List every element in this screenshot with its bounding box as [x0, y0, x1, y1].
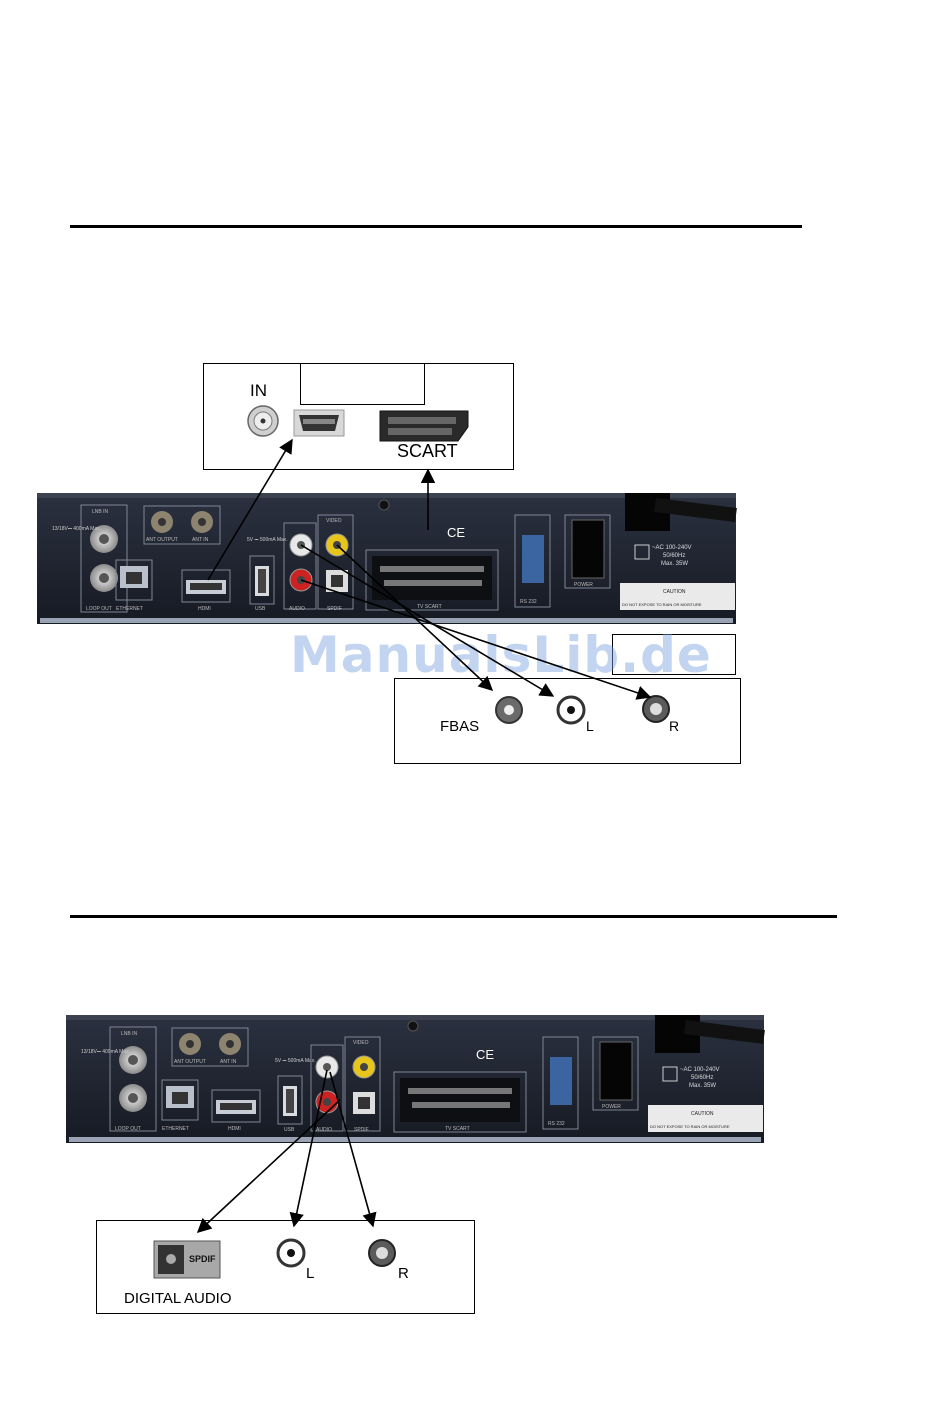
panel1-ant-in: ANT IN	[192, 537, 209, 543]
panel2-hdmi: HDMI	[228, 1126, 241, 1132]
antenna-in-connector	[247, 405, 279, 437]
panel2-usb: USB	[284, 1127, 295, 1133]
panel2-ant-output: ANT OUTPUT	[174, 1059, 206, 1065]
digital-audio-caption: DIGITAL AUDIO	[124, 1290, 232, 1307]
panel2-ethernet: ETHERNET	[162, 1126, 189, 1132]
arrow-av-l	[300, 544, 555, 697]
panel2-ac3: Max. 35W	[689, 1083, 716, 1089]
panel1-power: POWER	[574, 582, 593, 588]
panel2-power: POWER	[602, 1104, 621, 1110]
arrow-av-r	[300, 579, 652, 700]
fbas-connector	[495, 696, 523, 724]
da-r-label: R	[398, 1265, 409, 1282]
tv-connection-label-box	[300, 363, 425, 405]
panel2-tv-scart: TV SCART	[445, 1126, 470, 1132]
av-l-label: L	[586, 718, 594, 734]
arrow-da-l	[289, 1069, 328, 1228]
panel2-ce: CE	[476, 1047, 494, 1062]
da-l-label: L	[306, 1265, 315, 1282]
panel1-tv-scart: TV SCART	[417, 604, 442, 610]
spdif-port-label: SPDIF	[189, 1254, 216, 1264]
da-l-connector	[276, 1238, 306, 1268]
arrow-hdmi	[207, 438, 293, 581]
receiver-rear-panel-bottom: LNB IN 13/18V⎓ 400mA Max. LOOP OUT ANT O…	[66, 1015, 765, 1143]
panel2-lnb-spec: 13/18V⎓ 400mA Max.	[81, 1049, 130, 1055]
av-l-connector	[556, 695, 586, 725]
panel2-ac2: 50/60Hz	[691, 1075, 713, 1081]
panel1-video: VIDEO	[326, 518, 342, 524]
panel1-ant-output: ANT OUTPUT	[146, 537, 178, 543]
panel1-ac2: 50/60Hz	[663, 553, 685, 559]
watermark: ManualsLib.de	[290, 626, 712, 684]
panel1-usb-spec: 5V ⎓ 500mA Max.	[247, 537, 288, 543]
section-divider-top	[70, 225, 802, 228]
av-connection-label-box	[612, 634, 736, 675]
panel2-video: VIDEO	[353, 1040, 369, 1046]
panel1-spdif: SPDIF	[327, 606, 342, 612]
av-r-connector	[642, 695, 670, 723]
da-r-connector	[368, 1239, 396, 1267]
panel1-loop-out: LOOP OUT	[86, 606, 112, 612]
panel2-usb-spec: 5V ⎓ 500mA Max.	[275, 1058, 316, 1064]
panel1-lnb-spec: 13/18V⎓ 400mA Max.	[52, 526, 101, 532]
hdmi-port-icon	[293, 409, 345, 437]
av-r-label: R	[669, 718, 680, 734]
panel2-lnb-in: LNB IN	[121, 1031, 138, 1037]
panel1-ce: CE	[447, 525, 465, 540]
panel1-caution: CAUTION	[663, 589, 686, 595]
panel1-lnb-in: LNB IN	[92, 509, 109, 515]
panel2-spdif: SPDIF	[354, 1127, 369, 1133]
av-connection-box	[394, 678, 741, 764]
panel2-warn: DO NOT EXPOSE TO RAIN OR MOISTURE	[650, 1124, 730, 1129]
panel1-warn: DO NOT EXPOSE TO RAIN OR MOISTURE	[622, 602, 702, 607]
scart-label: SCART	[397, 441, 458, 461]
panel2-audio: AUDIO	[316, 1127, 332, 1133]
panel2-ac1: ~AC 100-240V	[680, 1067, 720, 1073]
panel1-usb: USB	[255, 606, 266, 612]
panel2-rs232: RS 232	[548, 1121, 565, 1127]
arrow-da-r	[329, 1071, 377, 1228]
scart-port-icon	[379, 410, 469, 442]
spdif-optical-connector: SPDIF	[153, 1240, 221, 1279]
in-label: IN	[250, 381, 267, 400]
panel2-loop-out: LOOP OUT	[115, 1126, 141, 1132]
panel2-caution: CAUTION	[691, 1111, 714, 1117]
panel1-audio: AUDIO	[289, 606, 305, 612]
section-divider-bottom	[70, 915, 837, 918]
panel2-ant-in: ANT IN	[220, 1059, 237, 1065]
panel1-rs232: RS 232	[520, 599, 537, 605]
fbas-label: FBAS	[440, 718, 480, 735]
panel1-ac3: Max. 35W	[661, 561, 688, 567]
receiver-rear-panel-top: LNB IN 13/18V⎓ 400mA Max. LOOP OUT ANT O…	[37, 493, 737, 624]
panel1-hdmi: HDMI	[198, 606, 211, 612]
connection-arrows	[196, 438, 652, 1233]
panel1-ac1: ~AC 100-240V	[652, 545, 692, 551]
panel1-ethernet: ETHERNET	[116, 606, 143, 612]
